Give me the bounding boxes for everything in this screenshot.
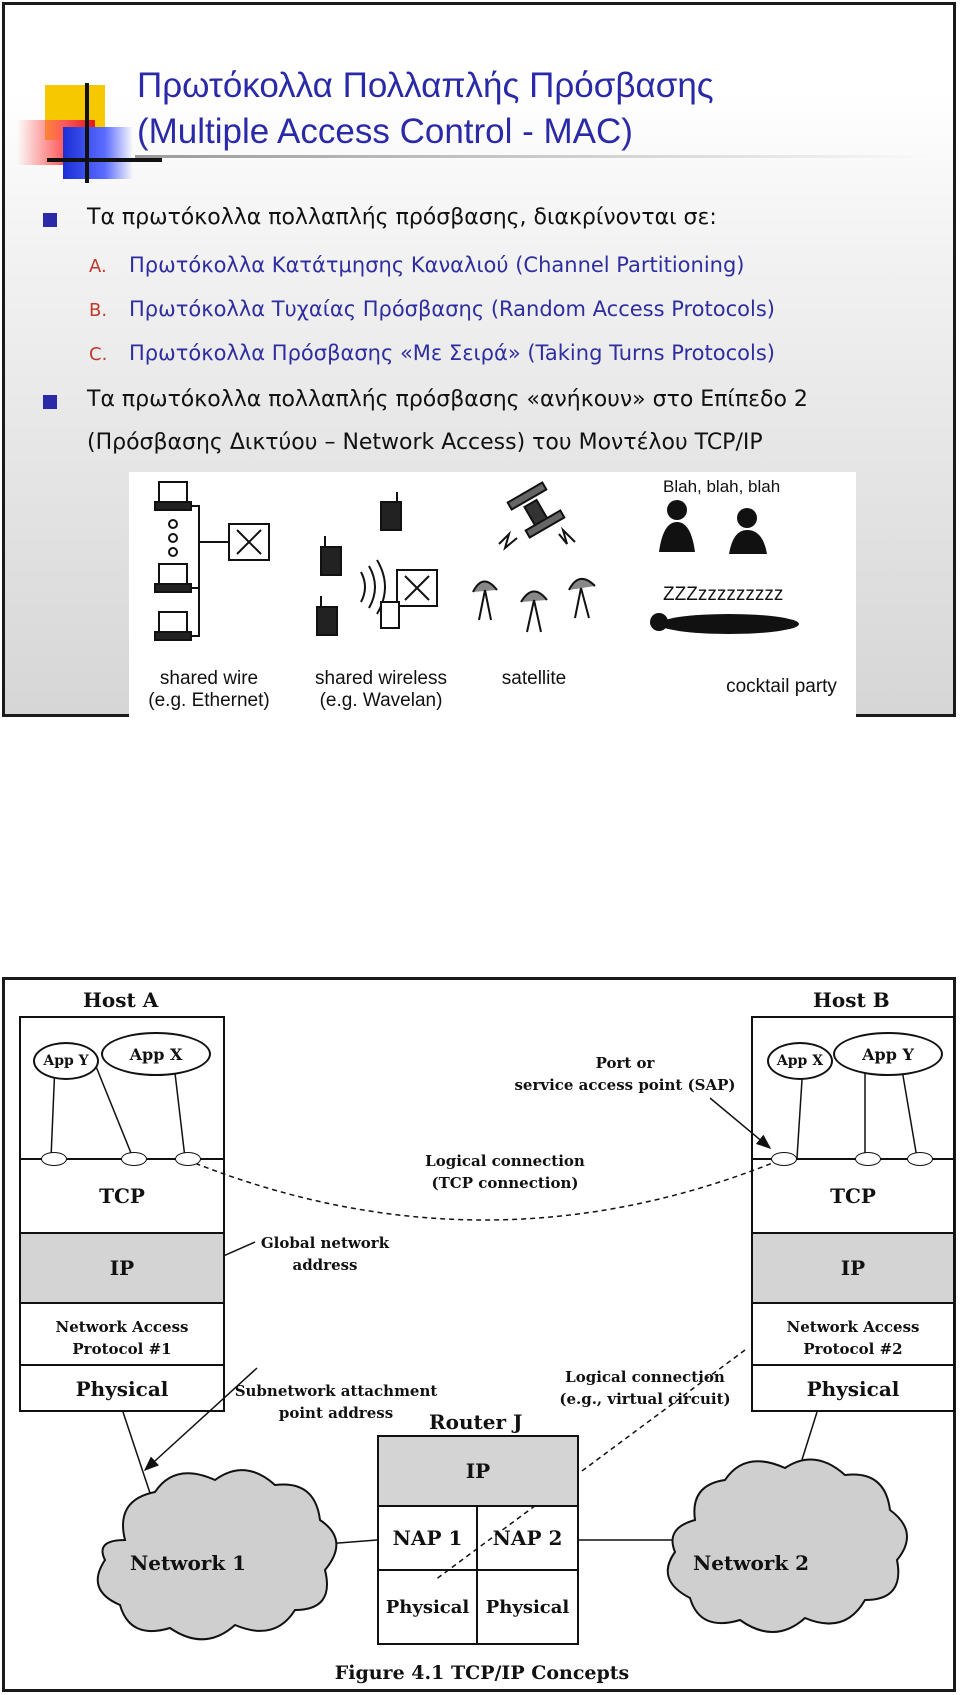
host-a-label: Host A (83, 988, 159, 1012)
sub-item-text: Πρωτόκολλα Κατάτμησης Καναλιού (Channel … (129, 253, 745, 277)
router-box: IP NAP 1 NAP 2 Physical Physical (377, 1435, 579, 1645)
tcpip-connections: Network 1 Network 2 (50, 1055, 918, 1641)
host-a-physical: Physical (21, 1364, 223, 1412)
network1-cloud (96, 1469, 338, 1641)
sap-icon (855, 1152, 881, 1166)
blah-label: Blah, blah, blah (663, 477, 780, 496)
sap-annotation: Port or service access point (SAP) (505, 1052, 745, 1096)
shared-wireless-illustration (316, 492, 438, 636)
sap-icon (907, 1152, 933, 1166)
caption-satellite: satellite (501, 668, 567, 689)
slide-title: Πρωτόκολλα Πολλαπλής Πρόσβασης (Multiple… (137, 63, 714, 155)
sap-annotation-line2: service access point (SAP) (514, 1076, 736, 1094)
tcp-connection-annotation-line1: Logical connection (425, 1152, 585, 1170)
title-decoration-blue (63, 127, 133, 179)
host-b-nap-line2: Protocol #2 (803, 1340, 903, 1358)
satellite-illustration (472, 481, 596, 633)
host-a-app-x: App X (101, 1032, 211, 1076)
host-b-app-x: App X (767, 1042, 833, 1080)
slide-title-line1: Πρωτόκολλα Πολλαπλής Πρόσβασης (137, 66, 714, 105)
caption-shared-wire-line2: (e.g. Ethernet) (148, 690, 270, 711)
caption-shared-wireless-line1: shared wireless (315, 668, 447, 689)
slide-mac-protocols: Πρωτόκολλα Πολλαπλής Πρόσβασης (Multiple… (2, 2, 956, 717)
host-a-nap-line1: Network Access (55, 1318, 189, 1336)
host-b-nap-line1: Network Access (786, 1318, 920, 1336)
sub-item-a: A. Πρωτόκολλα Κατάτμησης Καναλιού (Channe… (89, 253, 745, 277)
slide-tcpip-concepts: Network 1 Network 2 Host A TCP IP Networ… (2, 977, 956, 1692)
router-physical-2: Physical (478, 1569, 577, 1643)
sub-item-marker: A. (89, 256, 107, 277)
host-b-tcp: TCP (830, 1184, 876, 1208)
subnet-address-annotation: Subnetwork attachment point address (231, 1380, 441, 1424)
host-b-app-layer (753, 1018, 953, 1160)
network2-cloud (666, 1458, 908, 1633)
router-label: Router J (429, 1410, 523, 1434)
host-a-tcp: TCP (99, 1184, 145, 1208)
title-decoration-vline (85, 83, 89, 183)
sap-icon (41, 1152, 67, 1166)
caption-shared-wireless-line2: (e.g. Wavelan) (319, 690, 443, 711)
figure-caption: Figure 4.1 TCP/IP Concepts (334, 1662, 630, 1684)
host-b-ip: IP (753, 1232, 953, 1304)
caption-shared-wireless: shared wireless (e.g. Wavelan) (301, 668, 461, 712)
global-address-annotation-line1: Global network (260, 1234, 390, 1252)
shared-wire-illustration (154, 481, 270, 641)
router-nap2: NAP 2 (492, 1526, 563, 1550)
virtual-circuit-annotation-line2: (e.g., virtual circuit) (559, 1390, 731, 1408)
zzz-label: ZZZzzzzzzzzz (663, 584, 783, 605)
global-address-annotation: Global network address (245, 1232, 405, 1276)
mac-examples-illustration: Blah, blah, blah ZZZzzzzzzzzz (154, 477, 799, 641)
tcp-connection-annotation: Logical connection (TCP connection) (405, 1150, 605, 1194)
bullet-text-1: Τα πρωτόκολλα πολλαπλής πρόσβασης, διακρ… (87, 205, 717, 230)
virtual-circuit-annotation: Logical connection (e.g., virtual circui… (555, 1366, 735, 1410)
router-ip: IP (379, 1437, 577, 1507)
host-a-nap-line2: Protocol #1 (72, 1340, 172, 1358)
router-physical-1: Physical (379, 1569, 478, 1643)
sub-item-marker: C. (89, 344, 108, 365)
sap-icon (771, 1152, 797, 1166)
tcp-connection-annotation-line2: (TCP connection) (431, 1174, 579, 1192)
sap-icon (175, 1152, 201, 1166)
sub-item-c: C. Πρωτόκολλα Πρόσβασης «Με Σειρά» (Takin… (89, 341, 775, 365)
sub-item-text: Πρωτόκολλα Πρόσβασης «Με Σειρά» (Taking … (129, 341, 775, 365)
host-b-app-y: App Y (833, 1032, 943, 1076)
bullet-text-2-line2: (Πρόσβασης Δικτύου – Network Access) του… (87, 430, 763, 455)
sub-item-marker: B. (89, 300, 108, 321)
host-a-nap: Network Access Protocol #1 (21, 1316, 223, 1360)
virtual-circuit-annotation-line1: Logical connection (565, 1368, 725, 1386)
slide-title-line2: (Multiple Access Control - MAC) (137, 112, 633, 151)
caption-cocktail-party: cocktail party (726, 676, 837, 697)
network1-label: Network 1 (130, 1551, 246, 1575)
subnet-address-annotation-line1: Subnetwork attachment (234, 1382, 438, 1400)
host-b-label: Host B (813, 988, 890, 1012)
bullet-square-icon (43, 213, 57, 227)
bullet-text-2-line1: Τα πρωτόκολλα πολλαπλής πρόσβασης «ανήκο… (87, 387, 808, 412)
sub-item-text: Πρωτόκολλα Τυχαίας Πρόσβασης (Random Acc… (129, 297, 775, 321)
sap-icon (121, 1152, 147, 1166)
title-decoration-hline (47, 158, 162, 162)
sub-item-b: B. Πρωτόκολλα Τυχαίας Πρόσβασης (Random A… (89, 297, 775, 321)
sap-annotation-line1: Port or (595, 1054, 655, 1072)
host-b-physical: Physical (753, 1364, 953, 1412)
host-a-box: TCP IP Network Access Protocol #1 Physic… (19, 1016, 225, 1412)
caption-shared-wire-line1: shared wire (159, 668, 259, 689)
title-underline (135, 155, 935, 158)
subnet-address-annotation-line2: point address (278, 1404, 394, 1422)
global-address-annotation-line2: address (292, 1256, 358, 1274)
cocktail-party-illustration (650, 500, 799, 634)
bullet-square-icon (43, 395, 57, 409)
mac-examples-figure: Blah, blah, blah ZZZzzzzzzzzz shared wir… (129, 472, 856, 717)
host-a-app-y: App Y (33, 1042, 99, 1080)
host-b-nap: Network Access Protocol #2 (753, 1316, 953, 1360)
network2-label: Network 2 (693, 1551, 809, 1575)
router-nap1: NAP 1 (379, 1507, 478, 1569)
host-b-box: TCP IP Network Access Protocol #2 Physic… (751, 1016, 955, 1412)
host-a-ip: IP (21, 1232, 223, 1304)
caption-shared-wire: shared wire (e.g. Ethernet) (129, 668, 289, 712)
